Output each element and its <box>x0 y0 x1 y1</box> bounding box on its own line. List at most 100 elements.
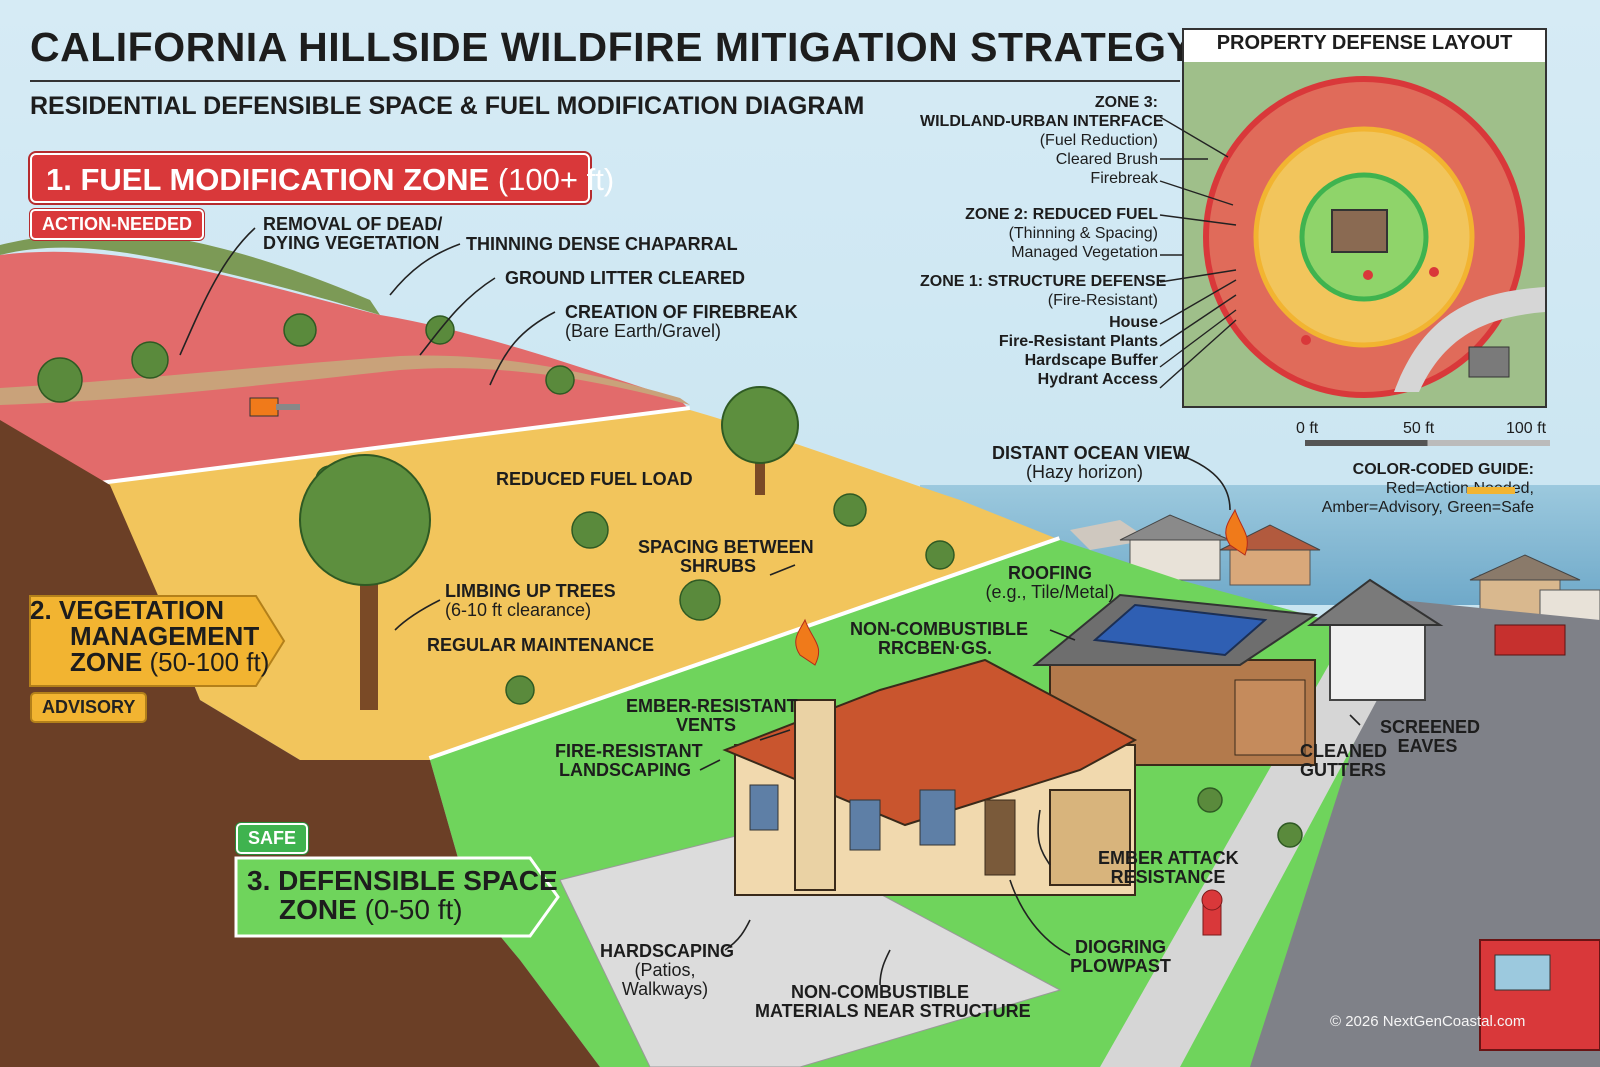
inset-zone2-title: ZONE 2: REDUCED FUEL <box>965 206 1158 223</box>
label-ember-vents: EMBER-RESISTANT VENTS <box>626 696 798 735</box>
label-ember-vents-line2: VENTS <box>675 715 736 735</box>
inset-neighbor-house <box>1468 346 1510 378</box>
label-roofing: ROOFING (e.g., Tile/Metal) <box>980 564 1120 602</box>
chainsaw-icon <box>249 397 300 417</box>
leader-lines <box>179 227 1361 986</box>
inset-zone3-line1: ZONE 3: <box>1094 94 1158 111</box>
label-removal-line1: REMOVAL OF DEAD/ <box>263 214 443 234</box>
label-spacing-line1: SPACING BETWEEN <box>638 537 814 557</box>
walkway <box>559 829 1062 1067</box>
zone3-range: (0-50 ft) <box>364 894 463 925</box>
label-ember-attack-line1: EMBER ATTACK <box>1098 848 1239 868</box>
fire-truck <box>1479 939 1600 1051</box>
label-spacing-line2: SHRUBS <box>679 556 756 576</box>
zone2-title-line1: 2. VEGETATION <box>30 595 225 625</box>
label-maintenance: REGULAR MAINTENANCE <box>427 635 654 655</box>
label-diogring-line1: DIOGRING <box>1074 937 1166 957</box>
label-gutters-line1: CLEANED <box>1300 741 1388 761</box>
label-diogring: DIOGRING PLOWPAST <box>1068 938 1173 976</box>
label-roofing-sub: (e.g., Tile/Metal) <box>985 582 1115 602</box>
page-subtitle: RESIDENTIAL DEFENSIBLE SPACE & FUEL MODI… <box>30 92 865 120</box>
color-guide-title: COLOR-CODED GUIDE: <box>1352 461 1534 478</box>
inset-zone1-sub: (Fire-Resistant) <box>1047 292 1158 309</box>
label-screened-line2: EAVES <box>1397 736 1458 756</box>
zone1-title: 1. FUEL MODIFICATION ZONE <box>46 162 490 197</box>
inset-zone2-label: ZONE 2: REDUCED FUEL (Thinning & Spacing… <box>920 205 1158 262</box>
zone3-title-line1: 3. DEFENSIBLE SPACE <box>247 865 558 896</box>
main-house <box>722 658 1138 896</box>
scale-50: 50 ft <box>1403 420 1435 437</box>
label-diogring-line2: PLOWPAST <box>1070 956 1171 976</box>
neighbor-house <box>1307 578 1444 701</box>
inset-managed-veg: Managed Vegetation <box>1011 244 1158 261</box>
inset-plants-label: Fire-Resistant Plants <box>998 333 1158 350</box>
tree-small <box>721 386 799 495</box>
label-screened-eaves: SCREENED EAVES <box>1380 718 1480 756</box>
label-noncombustible-top-line1: NON-COMBUSTIBLE <box>850 619 1028 639</box>
label-hardscaping-sub1: (Patios, <box>634 960 696 980</box>
scale-100: 100 ft <box>1506 420 1547 437</box>
hydrant <box>1201 889 1223 936</box>
advisory-badge: ADVISORY <box>30 692 148 723</box>
inset-zone3-line2: WILDLAND-URBAN INTERFACE <box>920 113 1164 130</box>
label-firebreak-title: CREATION OF FIREBREAK <box>565 302 798 322</box>
copyright: © 2026 NextGenCoastal.com <box>1330 1013 1526 1030</box>
label-reduced-fuel: REDUCED FUEL LOAD <box>496 469 693 489</box>
inset-house-label: House <box>1109 314 1158 331</box>
label-ember-vents-line1: EMBER-RESISTANT <box>626 696 798 716</box>
tree-large <box>299 454 431 710</box>
zone2-banner: 2. VEGETATION MANAGEMENT ZONE (50-100 ft… <box>30 597 269 675</box>
inset-zone1-title: ZONE 1: STRUCTURE DEFENSE <box>920 273 1167 290</box>
inset-firebreak: Firebreak <box>1090 170 1158 187</box>
scale-bar <box>1305 440 1550 446</box>
label-ocean-title: DISTANT OCEAN VIEW <box>992 443 1190 463</box>
label-limbing-sub: (6-10 ft clearance) <box>445 600 592 620</box>
inset-zone2-sub: (Thinning & Spacing) <box>1008 225 1158 242</box>
label-limbing: LIMBING UP TREES (6-10 ft clearance) <box>445 582 616 620</box>
label-ocean-sub: (Hazy horizon) <box>1025 462 1144 482</box>
red-car <box>1494 624 1566 656</box>
zone3-banner-shape <box>234 856 560 938</box>
label-fire-landscaping: FIRE-RESISTANT LANDSCAPING <box>555 741 703 780</box>
inset-road <box>1394 287 1545 392</box>
label-noncombustible-top-line2: RRCBEN·GS. <box>877 638 992 658</box>
label-fire-landscaping-line1: FIRE-RESISTANT <box>555 741 703 761</box>
inset-zone1-label: ZONE 1: STRUCTURE DEFENSE (Fire-Resistan… <box>920 272 1166 389</box>
inset-zone3-sub: (Fuel Reduction) <box>1039 132 1158 149</box>
zone1-banner: 1. FUEL MODIFICATION ZONE (100+ ft) <box>30 153 614 203</box>
label-cleaned-gutters: CLEANED GUTTERS <box>1300 741 1388 780</box>
label-ocean: DISTANT OCEAN VIEW (Hazy horizon) <box>992 443 1190 482</box>
inset-cleared-brush: Cleared Brush <box>1055 151 1158 168</box>
page-title: CALIFORNIA HILLSIDE WILDFIRE MITIGATION … <box>30 24 1195 70</box>
label-hardscaping-title: HARDSCAPING <box>600 941 735 961</box>
label-roofing-title: ROOFING <box>1008 563 1092 583</box>
zone2-title-line3: ZONE <box>70 647 143 677</box>
color-guide-line2: Amber=Advisory, Green=Safe <box>1321 499 1534 516</box>
label-fire-landscaping-line2: LANDSCAPING <box>558 760 691 780</box>
inset-title: PROPERTY DEFENSE LAYOUT <box>1216 32 1513 54</box>
title-divider <box>30 80 1180 82</box>
action-needed-badge: ACTION-NEEDED <box>30 209 205 240</box>
zone2-title-line2: MANAGEMENT <box>70 621 260 651</box>
inset-zone3-label: ZONE 3: WILDLAND-URBAN INTERFACE (Fuel R… <box>920 93 1164 188</box>
inset-hydrant-label: Hydrant Access <box>1037 371 1158 388</box>
label-noncombustible-bottom-line1: NON-COMBUSTIBLE <box>791 982 969 1002</box>
label-spacing: SPACING BETWEEN SHRUBS <box>638 537 814 576</box>
zone1-range: (100+ ft) <box>497 162 615 197</box>
zone2-banner-shape <box>29 595 286 687</box>
inset-hydrant <box>1363 270 1373 280</box>
zone3-banner: 3. DEFENSIBLE SPACE ZONE (0-50 ft) <box>247 866 558 924</box>
label-limbing-title: LIMBING UP TREES <box>445 581 616 601</box>
label-noncombustible-top: NON-COMBUSTIBLE RRCBEN·GS. <box>850 619 1028 658</box>
label-firebreak-sub: (Bare Earth/Gravel) <box>565 321 722 341</box>
zone3-title-line2: ZONE <box>279 894 357 925</box>
label-firebreak: CREATION OF FIREBREAK (Bare Earth/Gravel… <box>565 303 798 341</box>
label-removal: REMOVAL OF DEAD/ DYING VEGETATION <box>263 215 442 253</box>
color-guide-swatch <box>1467 487 1515 494</box>
inset-map <box>1184 62 1545 406</box>
flame-icon <box>795 508 1248 666</box>
label-hardscaping: HARDSCAPING (Patios, Walkways) <box>600 941 735 999</box>
inset-hardscape-label: Hardscape Buffer <box>1024 352 1158 369</box>
label-ember-attack: EMBER ATTACK RESISTANCE <box>1098 848 1239 887</box>
label-removal-line2: DYING VEGETATION <box>263 233 440 253</box>
